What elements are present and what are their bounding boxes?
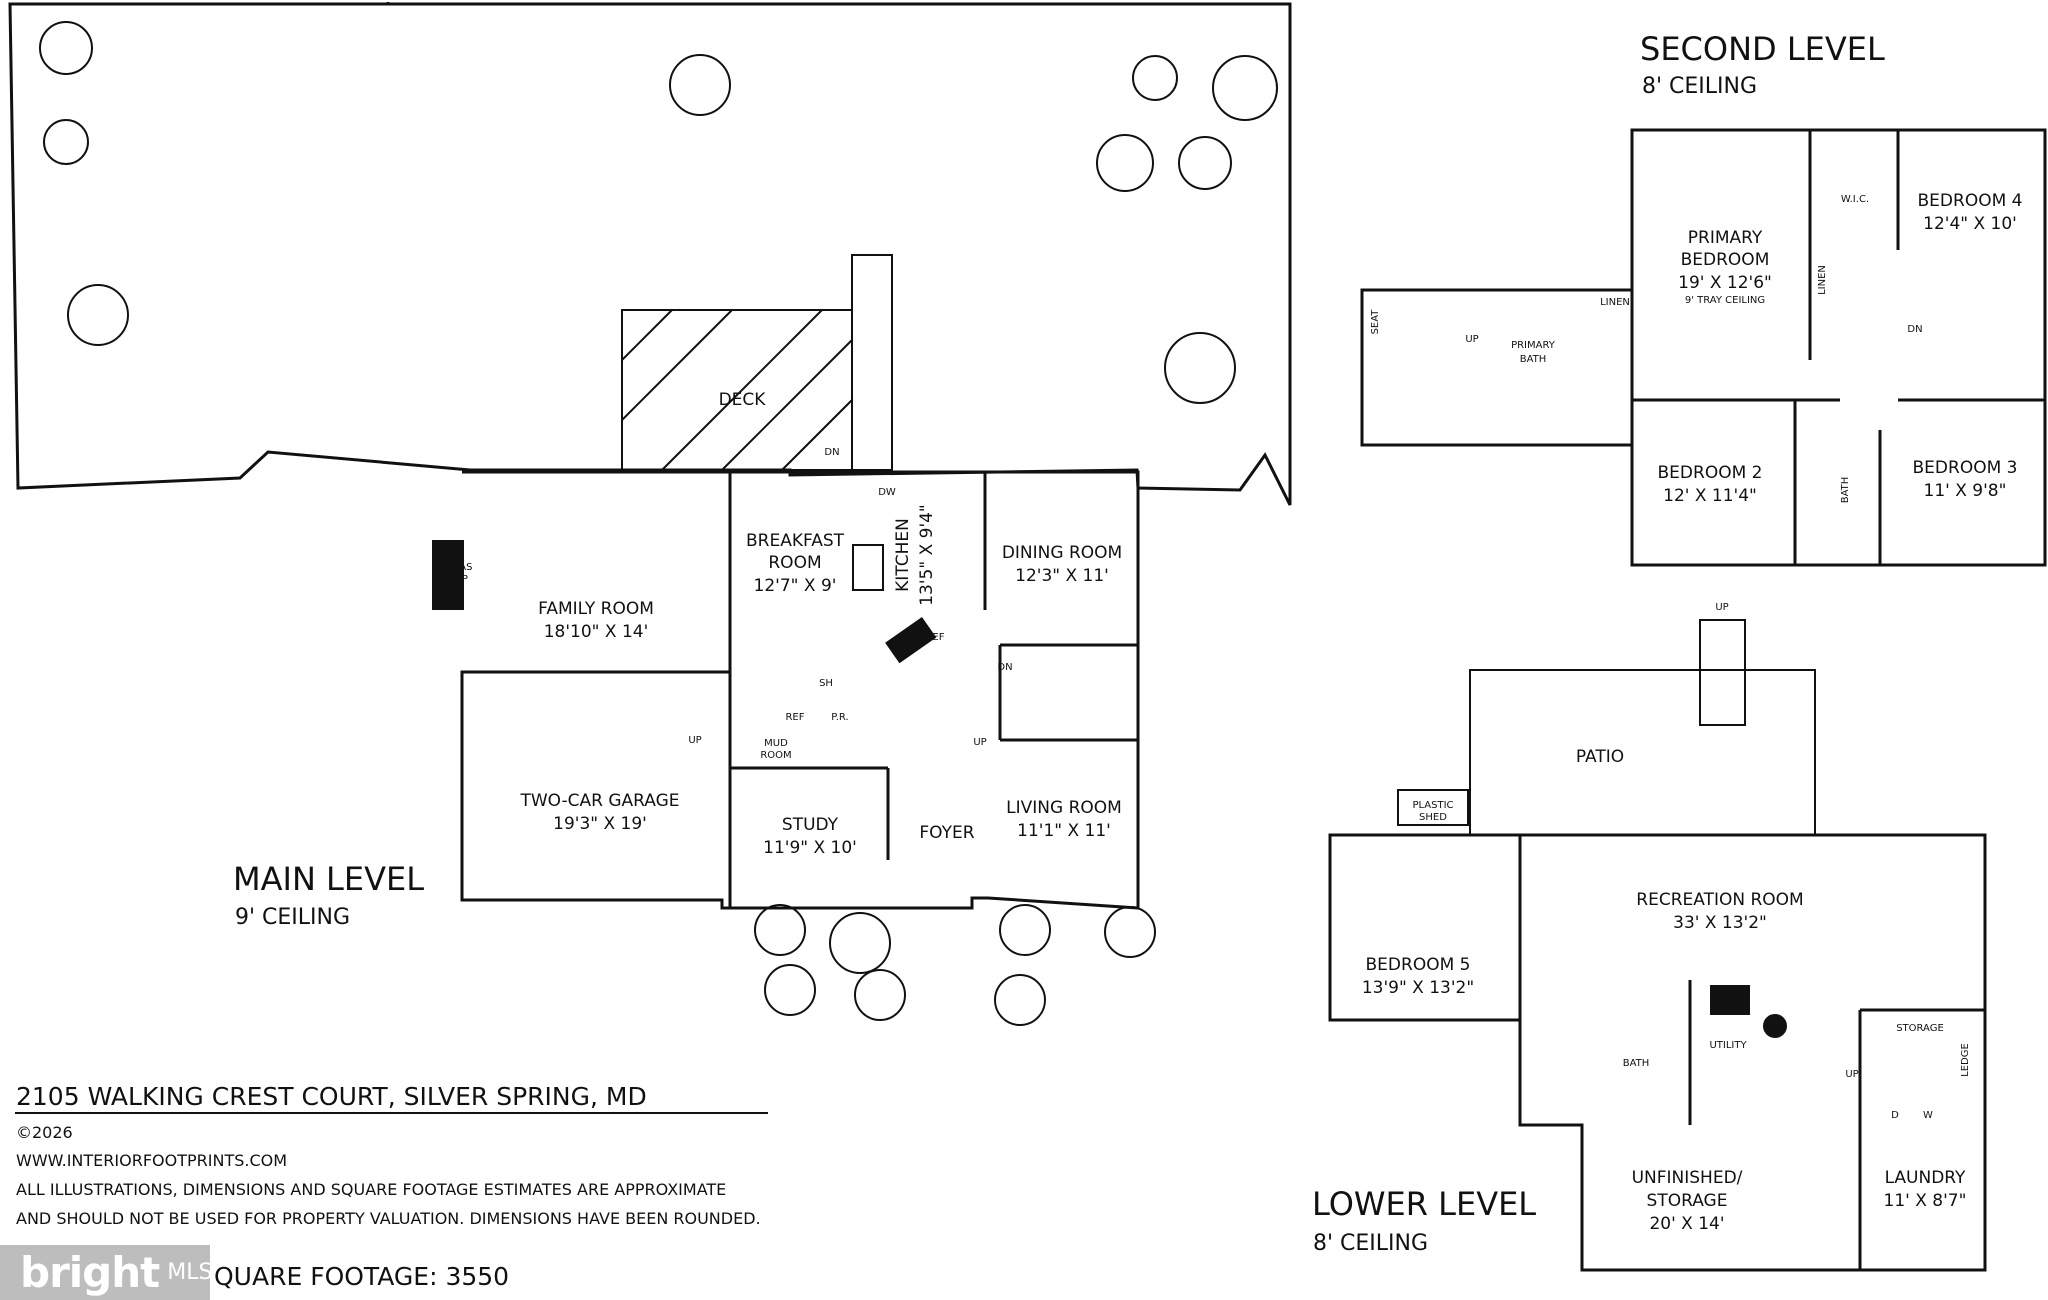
hall-bath-label: BATH xyxy=(1840,477,1851,504)
main-level-title: MAIN LEVEL xyxy=(233,860,424,898)
storage-label: STORAGE xyxy=(1896,1023,1944,1034)
washer-label: W xyxy=(1923,1110,1933,1121)
deck-label: DECK xyxy=(719,390,767,410)
shower-label: SH xyxy=(819,678,833,689)
garage-label: TWO-CAR GARAGE xyxy=(519,791,679,811)
utility-tank xyxy=(1763,1014,1787,1038)
kitchen-label: KITCHEN xyxy=(893,518,913,592)
disclaimer-line-2: AND SHOULD NOT BE USED FOR PROPERTY VALU… xyxy=(16,1209,761,1228)
bedroom-3-dim: 11' X 9'8" xyxy=(1924,481,2007,501)
utility-label: UTILITY xyxy=(1709,1040,1747,1051)
refrigerator-main xyxy=(885,616,937,664)
unfinished-storage-label-2: STORAGE xyxy=(1647,1191,1728,1211)
brightmls-logo: bright MLS xyxy=(0,1245,213,1300)
laundry-up-label: UP xyxy=(1845,1069,1858,1080)
laundry-label: LAUNDRY xyxy=(1885,1168,1966,1188)
mud-room-label-1: MUD xyxy=(764,738,788,749)
ledge-label: LEDGE xyxy=(1960,1043,1971,1077)
ref-label-kitchen: REF xyxy=(925,632,944,643)
primary-bedroom-label-2: BEDROOM xyxy=(1681,250,1770,270)
utility-furnace xyxy=(1710,985,1750,1015)
lower-stairs xyxy=(1699,619,1746,726)
fp-label: FP xyxy=(456,574,468,585)
study-dim: 11'9" X 10' xyxy=(763,838,857,858)
bedroom-3-label: BEDROOM 3 xyxy=(1913,458,2018,478)
wic-label: W.I.C. xyxy=(1841,194,1869,205)
primary-bedroom-label-1: PRIMARY xyxy=(1688,228,1763,248)
mud-room-label-2: ROOM xyxy=(760,750,791,761)
breakfast-room-label-1: BREAKFAST xyxy=(746,531,845,551)
patio-label: PATIO xyxy=(1576,747,1624,767)
recreation-room-label: RECREATION ROOM xyxy=(1636,890,1803,910)
bedroom-2-label: BEDROOM 2 xyxy=(1658,463,1763,483)
seat-label: SEAT xyxy=(1370,309,1381,335)
primary-bedroom-dim: 19' X 12'6" xyxy=(1678,273,1772,293)
laundry-dim: 11' X 8'7" xyxy=(1884,1191,1967,1211)
lower-bath-label: BATH xyxy=(1623,1058,1650,1069)
dryer-label: D xyxy=(1891,1110,1899,1121)
second-up-label: UP xyxy=(1465,334,1478,345)
powder-room-label: P.R. xyxy=(831,712,848,723)
linen-label-bath: LINEN xyxy=(1600,297,1630,308)
logo-brand: bright xyxy=(20,1248,160,1297)
lower-level-ceiling: 8' CEILING xyxy=(1313,1231,1428,1256)
unfinished-storage-dim: 20' X 14' xyxy=(1649,1214,1724,1234)
fireplace xyxy=(432,540,464,610)
family-room-dim: 18'10" X 14' xyxy=(544,622,649,642)
garage-dim: 19'3" X 19' xyxy=(553,814,647,834)
garage-up-label: UP xyxy=(688,735,701,746)
second-level-ceiling: 8' CEILING xyxy=(1642,74,1757,99)
dining-dn-label: DN xyxy=(997,662,1012,673)
second-dn-label: DN xyxy=(1907,324,1922,335)
lower-up-label: UP xyxy=(1715,602,1728,613)
patio xyxy=(1469,669,1816,836)
bedroom-4-dim: 12'4" X 10' xyxy=(1923,214,2017,234)
bedroom-5-label: BEDROOM 5 xyxy=(1366,955,1471,975)
website: WWW.INTERIORFOOTPRINTS.COM xyxy=(16,1151,287,1170)
square-footage: QUARE FOOTAGE: 3550 xyxy=(214,1262,509,1291)
unfinished-storage-label-1: UNFINISHED/ xyxy=(1632,1168,1743,1188)
plastic-shed xyxy=(1397,789,1469,826)
breakfast-room-label-2: ROOM xyxy=(768,553,821,573)
primary-bath-label-2: BATH xyxy=(1520,354,1547,365)
dining-room-label: DINING ROOM xyxy=(1002,543,1122,563)
plastic-shed-label-1: PLASTIC xyxy=(1412,800,1453,811)
study-label: STUDY xyxy=(782,815,839,835)
primary-bath-label-1: PRIMARY xyxy=(1511,340,1556,351)
bedroom-4-label: BEDROOM 4 xyxy=(1918,191,2023,211)
dishwasher-label: DW xyxy=(878,487,896,498)
logo-suffix: MLS xyxy=(167,1260,213,1285)
dining-room-dim: 12'3" X 11' xyxy=(1015,566,1109,586)
gas-label: GAS xyxy=(452,562,473,573)
second-level-title: SECOND LEVEL xyxy=(1640,30,1885,68)
yard-boundary xyxy=(8,2,1292,506)
living-room-dim: 11'1" X 11' xyxy=(1017,821,1111,841)
bedroom-5-dim: 13'9" X 13'2" xyxy=(1362,978,1474,998)
address: 2105 WALKING CREST COURT, SILVER SPRING,… xyxy=(16,1082,647,1111)
bedroom-2-dim: 12' X 11'4" xyxy=(1663,486,1757,506)
breakfast-room-dim: 12'7" X 9' xyxy=(754,576,837,596)
tray-ceiling-label: 9' TRAY CEILING xyxy=(1685,295,1765,306)
lower-level-walls xyxy=(1328,833,1987,1272)
living-up-label: UP xyxy=(973,737,986,748)
living-room-label: LIVING ROOM xyxy=(1006,798,1122,818)
ref-label-mud: REF xyxy=(785,712,804,723)
deck-stairs xyxy=(851,254,893,471)
kitchen-dim: 13'5" X 9'4" xyxy=(917,504,937,606)
disclaimer-line-1: ALL ILLUSTRATIONS, DIMENSIONS AND SQUARE… xyxy=(16,1180,726,1199)
lower-level-title: LOWER LEVEL xyxy=(1312,1185,1536,1223)
copyright: ©2026 xyxy=(16,1123,73,1142)
recreation-room-dim: 33' X 13'2" xyxy=(1673,913,1767,933)
main-level-ceiling: 9' CEILING xyxy=(235,905,350,930)
deck-stairs-label: DN xyxy=(824,447,839,458)
plastic-shed-label-2: SHED xyxy=(1419,812,1447,823)
kitchen-island xyxy=(852,544,884,591)
foyer-label: FOYER xyxy=(919,823,974,843)
family-room-label: FAMILY ROOM xyxy=(538,599,654,619)
linen-label-upper: LINEN xyxy=(1817,265,1828,295)
